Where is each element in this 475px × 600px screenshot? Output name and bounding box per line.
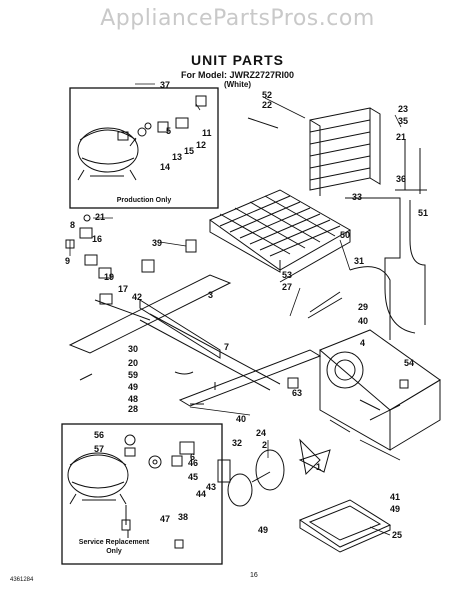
callout-42: 42 bbox=[132, 292, 142, 302]
callout-17: 17 bbox=[118, 284, 128, 294]
callout-13: 13 bbox=[172, 152, 182, 162]
fan-bracket bbox=[319, 329, 441, 451]
service-replacement-box bbox=[61, 423, 223, 565]
callout-32: 32 bbox=[232, 438, 242, 448]
callout-7: 7 bbox=[224, 342, 229, 352]
compressor-service bbox=[67, 452, 131, 538]
callout-11: 11 bbox=[202, 128, 212, 138]
callout-46: 46 bbox=[188, 458, 198, 468]
callout-21: 21 bbox=[396, 132, 406, 142]
callout-33: 33 bbox=[352, 192, 362, 202]
callout-2: 2 bbox=[262, 440, 267, 450]
callout-8: 8 bbox=[70, 220, 75, 230]
tubing-right bbox=[345, 140, 427, 340]
callout-21: 21 bbox=[95, 212, 105, 222]
callout-38: 38 bbox=[178, 512, 188, 522]
callout-16: 16 bbox=[92, 234, 102, 244]
callout-52: 52 bbox=[262, 90, 272, 100]
service-label-line-1: Service Replacement bbox=[78, 539, 150, 546]
callout-37: 37 bbox=[160, 80, 170, 90]
callout-30: 30 bbox=[128, 344, 138, 354]
fan-motor-assembly bbox=[217, 438, 331, 507]
condenser-coil bbox=[247, 107, 381, 196]
callout-31: 31 bbox=[354, 256, 364, 266]
callout-54: 54 bbox=[404, 358, 414, 368]
service-label-line-2: Only bbox=[106, 548, 122, 555]
callout-49: 49 bbox=[128, 382, 138, 392]
callout-1: 1 bbox=[316, 462, 321, 472]
relay-parts-top bbox=[129, 95, 207, 147]
callout-57: 57 bbox=[94, 444, 104, 454]
leader-lines bbox=[69, 83, 402, 536]
model-color: (White) bbox=[223, 80, 252, 89]
callout-19: 19 bbox=[104, 272, 114, 282]
production-only-box bbox=[69, 87, 219, 209]
callout-28: 28 bbox=[128, 404, 138, 414]
callout-41: 41 bbox=[390, 492, 400, 502]
callout-49: 49 bbox=[258, 525, 268, 535]
base-frame bbox=[68, 274, 322, 407]
service-replacement-label: Service Replacement Only bbox=[64, 538, 164, 556]
callout-53: 53 bbox=[282, 270, 292, 280]
callout-51: 51 bbox=[418, 208, 428, 218]
callout-9: 9 bbox=[65, 256, 70, 266]
callout-44: 44 bbox=[196, 489, 206, 499]
callout-24: 24 bbox=[256, 428, 266, 438]
callout-5: 5 bbox=[166, 126, 171, 136]
callout-63: 63 bbox=[292, 388, 302, 398]
evaporator-coil bbox=[208, 189, 352, 283]
callout-25: 25 bbox=[392, 530, 402, 540]
callout-40: 40 bbox=[236, 414, 246, 424]
callout-35: 35 bbox=[398, 116, 408, 126]
part-number: 4361284 bbox=[10, 577, 34, 583]
relay-parts-service bbox=[124, 434, 195, 549]
production-only-label: Production Only bbox=[116, 197, 172, 204]
callout-36: 36 bbox=[396, 174, 406, 184]
callout-14: 14 bbox=[160, 162, 170, 172]
callout-20: 20 bbox=[128, 358, 138, 368]
callout-4: 4 bbox=[360, 338, 365, 348]
compressor-production bbox=[77, 127, 139, 181]
callout-47: 47 bbox=[160, 514, 170, 524]
watermark-text: AppliancePartsPros.com bbox=[100, 6, 375, 31]
page-title: UNIT PARTS bbox=[191, 52, 284, 68]
callout-39: 39 bbox=[152, 238, 162, 248]
callout-40: 40 bbox=[358, 316, 368, 326]
callout-43: 43 bbox=[206, 482, 216, 492]
callout-56: 56 bbox=[94, 430, 104, 440]
misc-fasteners bbox=[65, 214, 409, 405]
callout-22: 22 bbox=[262, 100, 272, 110]
callout-23: 23 bbox=[398, 104, 408, 114]
callout-50: 50 bbox=[340, 230, 350, 240]
callout-27: 27 bbox=[282, 282, 292, 292]
callout-12: 12 bbox=[196, 140, 206, 150]
callout-49: 49 bbox=[390, 504, 400, 514]
model-number: For Model: JWRZ2727RI00 bbox=[180, 70, 295, 80]
callout-3: 3 bbox=[208, 290, 213, 300]
callout-6: 6 bbox=[190, 452, 195, 462]
page-number: 16 bbox=[250, 572, 258, 579]
callout-48: 48 bbox=[128, 394, 138, 404]
drain-pan bbox=[298, 499, 392, 553]
callout-45: 45 bbox=[188, 472, 198, 482]
callout-29: 29 bbox=[358, 302, 368, 312]
callout-15: 15 bbox=[184, 146, 194, 156]
callout-59: 59 bbox=[128, 370, 138, 380]
